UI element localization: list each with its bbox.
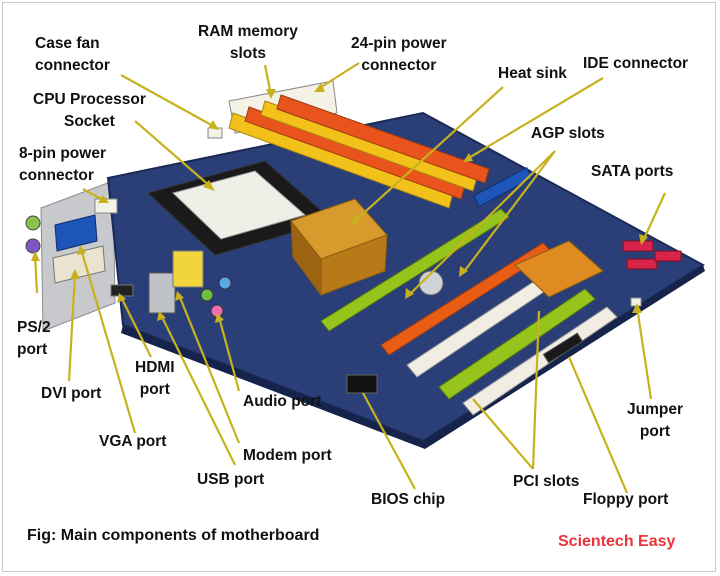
label-line: slots xyxy=(229,45,267,62)
agp-slots xyxy=(320,208,552,356)
label-ide-connector: IDE connector xyxy=(583,55,689,72)
hdmi-connector xyxy=(110,284,134,297)
cmos-battery xyxy=(418,270,444,296)
vga-connector xyxy=(54,214,98,252)
label-line: connector xyxy=(361,57,437,74)
label-usb-port: USB port xyxy=(197,471,265,488)
ram-slots xyxy=(228,94,490,209)
pci-slots xyxy=(406,264,618,416)
bios-chip xyxy=(346,374,378,394)
label-line: port xyxy=(17,341,48,358)
southbridge-heatsink xyxy=(514,240,604,298)
label-sata-ports: SATA ports xyxy=(591,163,674,180)
label-line: PS/2 xyxy=(17,319,51,336)
lan-port xyxy=(172,250,204,288)
figure-caption: Fig: Main components of motherboard xyxy=(27,527,320,544)
dvi-connector xyxy=(52,245,106,284)
label-line: port xyxy=(639,423,671,440)
label-ps2-port: PS/2 port xyxy=(17,317,51,361)
label-dvi-port: DVI port xyxy=(41,385,102,402)
sata-ports xyxy=(622,240,682,270)
leader-lines xyxy=(33,62,666,494)
label-line: 24-pin power xyxy=(351,35,447,52)
usb-stack xyxy=(148,272,176,314)
label-ram-memory-slots: RAM memory slots xyxy=(198,21,298,65)
label-cpu-processor-socket: CPU Processor Socket xyxy=(33,89,146,133)
label-floppy-port: Floppy port xyxy=(583,491,669,508)
label-line: Case fan xyxy=(35,35,100,52)
label-line: Jumper xyxy=(627,401,683,418)
label-modem-port: Modem port xyxy=(243,447,332,464)
jumper-pins xyxy=(630,297,642,307)
label-line: port xyxy=(139,381,170,398)
case-fan-connector xyxy=(207,127,223,139)
label-case-fan-connector: Case fan connector xyxy=(35,33,110,77)
label-line: RAM memory xyxy=(198,23,298,40)
label-bios-chip: BIOS chip xyxy=(371,491,446,508)
label-line: CPU Processor xyxy=(33,91,146,108)
label-jumper-port: Jumper port xyxy=(627,399,683,443)
ps2-purple-port xyxy=(25,238,41,254)
label-vga-port: VGA port xyxy=(99,433,167,450)
audio-jack-blue xyxy=(218,276,232,290)
label-line: HDMI xyxy=(135,359,175,376)
label-line: 8-pin power xyxy=(19,145,106,162)
audio-jack-green xyxy=(200,288,214,302)
motherboard-illustration xyxy=(25,62,705,494)
label-line: connector xyxy=(19,167,94,184)
label-24pin-power-connector: 24-pin power connector xyxy=(351,33,447,77)
leader-arrowheads xyxy=(31,83,648,323)
label-pci-slots: PCI slots xyxy=(513,473,580,490)
label-heat-sink: Heat sink xyxy=(498,65,567,82)
ide-connector xyxy=(473,166,533,208)
brand-watermark: Scientech Easy xyxy=(558,533,676,550)
label-line: connector xyxy=(35,57,110,74)
ps2-green-port xyxy=(25,215,41,231)
label-agp-slots: AGP slots xyxy=(531,125,605,142)
label-audio-port: Audio port xyxy=(243,393,322,410)
label-8pin-power-connector: 8-pin power connector xyxy=(19,143,106,187)
label-line: Socket xyxy=(64,113,115,130)
label-hdmi-port: HDMI port xyxy=(135,357,175,401)
floppy-connector xyxy=(542,332,584,364)
